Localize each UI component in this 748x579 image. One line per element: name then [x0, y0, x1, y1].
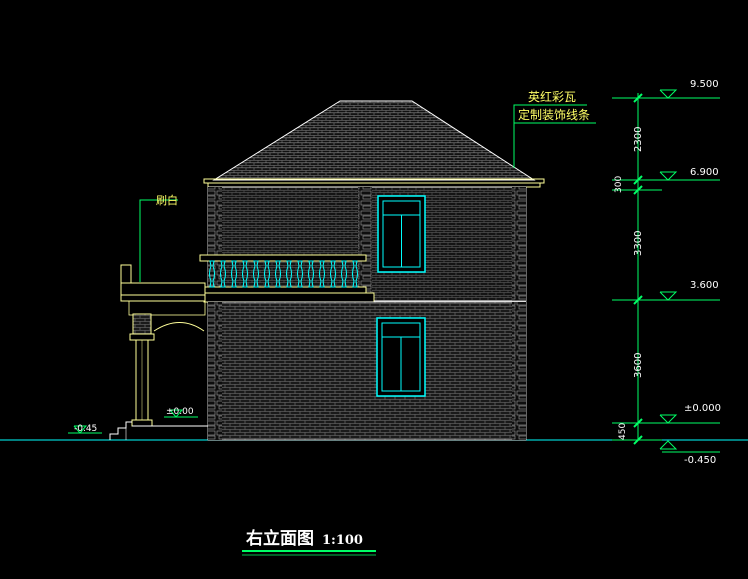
lower-wall	[207, 301, 527, 441]
baluster	[330, 260, 336, 288]
title-text: 右立面图	[246, 528, 314, 549]
dim-300: 300	[614, 176, 624, 193]
dim-3300: 3300	[633, 231, 644, 256]
title-scale: 1:100	[322, 533, 363, 548]
baluster	[231, 260, 237, 288]
elevation-0000: ±0.000	[684, 403, 721, 414]
leader-lines	[139, 104, 596, 282]
baluster	[275, 260, 281, 288]
elevation-6900: 6.900	[690, 167, 719, 178]
porch-floor-level: ±0.00	[166, 407, 194, 417]
roof	[203, 100, 545, 188]
upper-wall	[207, 186, 527, 302]
baluster	[297, 260, 303, 288]
dim-2300: 2300	[633, 127, 644, 152]
level-markers	[68, 89, 720, 453]
baluster	[319, 260, 325, 288]
ground-level-left: -0.45	[74, 424, 97, 434]
roof-tile-label: 英红彩瓦	[528, 89, 576, 104]
whitewash-label: 刷白	[156, 193, 178, 207]
drawing-title: 右立面图 1:100	[242, 528, 376, 556]
elevation-9500: 9.500	[690, 79, 719, 90]
dim-3600: 3600	[633, 353, 644, 378]
baluster	[352, 260, 358, 288]
dimension-chain	[612, 93, 662, 445]
elevation-neg0450: -0.450	[684, 455, 716, 466]
window-upper	[377, 195, 426, 273]
baluster	[308, 260, 314, 288]
molding-label: 定制装饰线条	[518, 107, 590, 122]
baluster	[253, 260, 259, 288]
baluster	[242, 260, 248, 288]
elevation-3600: 3.600	[690, 280, 719, 291]
baluster	[286, 260, 292, 288]
balcony-railing	[199, 254, 367, 294]
baluster	[220, 260, 226, 288]
porch	[109, 264, 208, 440]
baluster	[209, 260, 215, 288]
baluster	[341, 260, 347, 288]
dim-450: 450	[618, 423, 628, 440]
floor-band	[203, 292, 375, 303]
baluster	[264, 260, 270, 288]
window-lower	[376, 317, 426, 397]
